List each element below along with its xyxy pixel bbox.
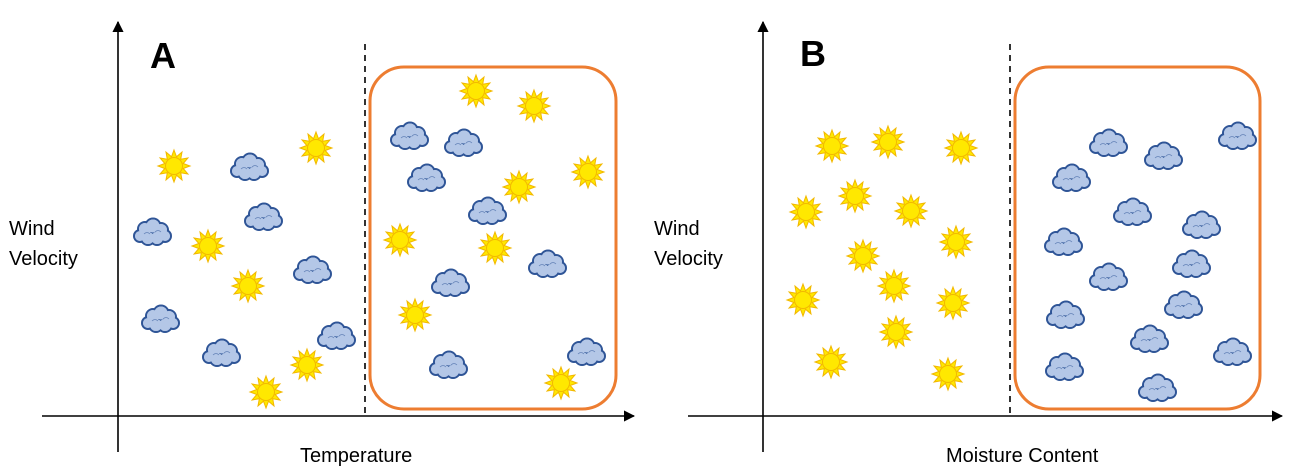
panel-b-letter: B [800, 33, 826, 74]
cloud-icon [230, 152, 269, 181]
cloud-icon [1044, 227, 1083, 256]
sun-icon [814, 128, 850, 164]
cloud-icon [1144, 141, 1183, 170]
sun-icon [156, 148, 192, 184]
sun-icon [943, 130, 979, 166]
cloud-icon [390, 121, 429, 150]
sun-icon [382, 222, 418, 258]
cloud-icon [202, 338, 241, 367]
sun-icon [870, 124, 906, 160]
cloud-icon [407, 163, 446, 192]
cloud-icon [468, 196, 507, 225]
cloud-icon [429, 350, 468, 379]
cloud-icon [1182, 210, 1221, 239]
cloud-icon [1138, 373, 1177, 402]
panel-b-x-label: Moisture Content [946, 445, 1099, 467]
panel-b-icons [785, 121, 1257, 402]
cloud-icon [444, 128, 483, 157]
sun-icon [930, 356, 966, 392]
panel-b-y-label-line1: Wind [654, 218, 700, 240]
sun-icon [785, 282, 821, 318]
sun-icon [878, 314, 914, 350]
cloud-icon [1130, 324, 1169, 353]
panel-a-y-label-line1: Wind [9, 218, 55, 240]
panel-a-highlight-box [368, 65, 618, 411]
panel-a-icons [133, 73, 606, 410]
sun-icon [289, 347, 325, 383]
cloud-icon [1164, 290, 1203, 319]
panel-b-y-label-line2: Velocity [654, 248, 723, 270]
cloud-icon [1045, 352, 1084, 381]
sun-icon [935, 285, 971, 321]
cloud-icon [1172, 249, 1211, 278]
cloud-icon [133, 217, 172, 246]
cloud-icon [141, 304, 180, 333]
sun-icon [477, 230, 513, 266]
sun-icon [938, 224, 974, 260]
cloud-icon [1046, 300, 1085, 329]
panel-b-highlight-box [1013, 65, 1262, 411]
cloud-icon [293, 255, 332, 284]
sun-icon [397, 297, 433, 333]
sun-icon [190, 228, 226, 264]
cloud-icon [1113, 197, 1152, 226]
cloud-icon [1052, 163, 1091, 192]
panel-a: A Wind Velocity Temperature [9, 20, 636, 467]
panel-a-y-label-line2: Velocity [9, 248, 78, 270]
panel-b: B Wind Velocity Moisture Content [654, 20, 1284, 467]
cloud-icon [567, 337, 606, 366]
sun-icon [893, 193, 929, 229]
cloud-icon [244, 202, 283, 231]
sun-icon [230, 268, 266, 304]
sun-icon [813, 344, 849, 380]
cloud-icon [528, 249, 567, 278]
sun-icon [788, 194, 824, 230]
cloud-icon [1213, 337, 1252, 366]
sun-icon [516, 88, 552, 124]
cloud-icon [317, 321, 356, 350]
panel-a-letter: A [150, 35, 176, 76]
sun-icon [458, 73, 494, 109]
cloud-icon [1089, 262, 1128, 291]
sun-icon [837, 178, 873, 214]
cloud-icon [431, 268, 470, 297]
sun-icon [845, 238, 881, 274]
sun-icon [298, 130, 334, 166]
sun-icon [248, 374, 284, 410]
sun-icon [501, 169, 537, 205]
cloud-icon [1218, 121, 1257, 150]
sun-icon [543, 365, 579, 401]
sun-icon [570, 154, 606, 190]
cloud-icon [1089, 128, 1128, 157]
panel-a-x-label: Temperature [300, 445, 412, 467]
sun-icon [876, 268, 912, 304]
